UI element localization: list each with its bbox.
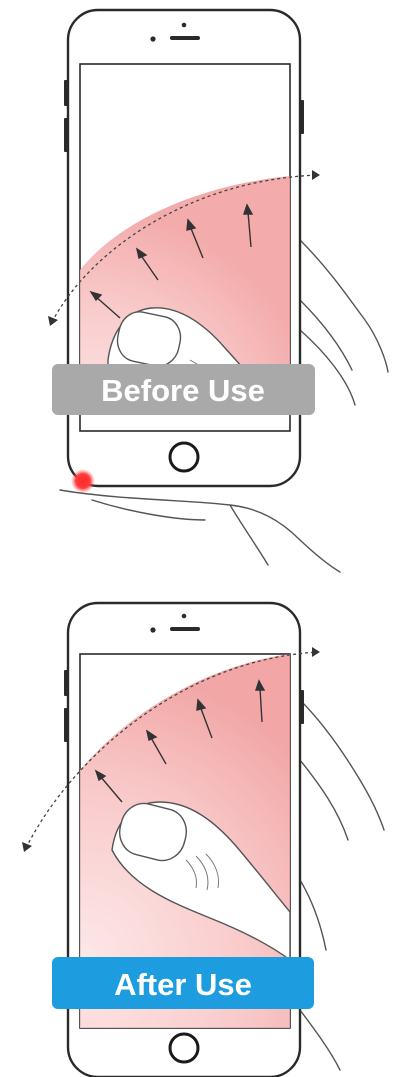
front-camera-icon (150, 627, 155, 632)
label-text: Before Use (101, 373, 265, 408)
power-button (300, 100, 304, 134)
panel-after-use: After Use (22, 603, 384, 1077)
sensor-icon (182, 614, 187, 619)
home-button-icon (170, 443, 198, 471)
front-camera-icon (150, 36, 155, 41)
volume-button (64, 670, 68, 696)
earpiece-icon (170, 627, 200, 631)
hand-outline (290, 700, 384, 1070)
volume-button (64, 80, 68, 106)
thumb-reach-arrow-icon (22, 842, 32, 852)
label-text: After Use (114, 967, 252, 1002)
sensor-icon (182, 23, 187, 28)
earpiece-icon (170, 36, 200, 40)
volume-button (64, 118, 68, 152)
thumb-reach-arrow-icon (48, 316, 58, 326)
thumb-reach-arrow-icon (312, 647, 320, 657)
power-button (300, 690, 304, 724)
panel-before-use: Before Use (48, 10, 388, 572)
thumb-reach-arrow-icon (312, 170, 320, 180)
label-after-use: After Use (52, 957, 314, 1009)
volume-button (64, 708, 68, 742)
touch-point-indicator (71, 469, 95, 493)
home-button-icon (170, 1034, 198, 1062)
label-before-use: Before Use (52, 364, 315, 415)
